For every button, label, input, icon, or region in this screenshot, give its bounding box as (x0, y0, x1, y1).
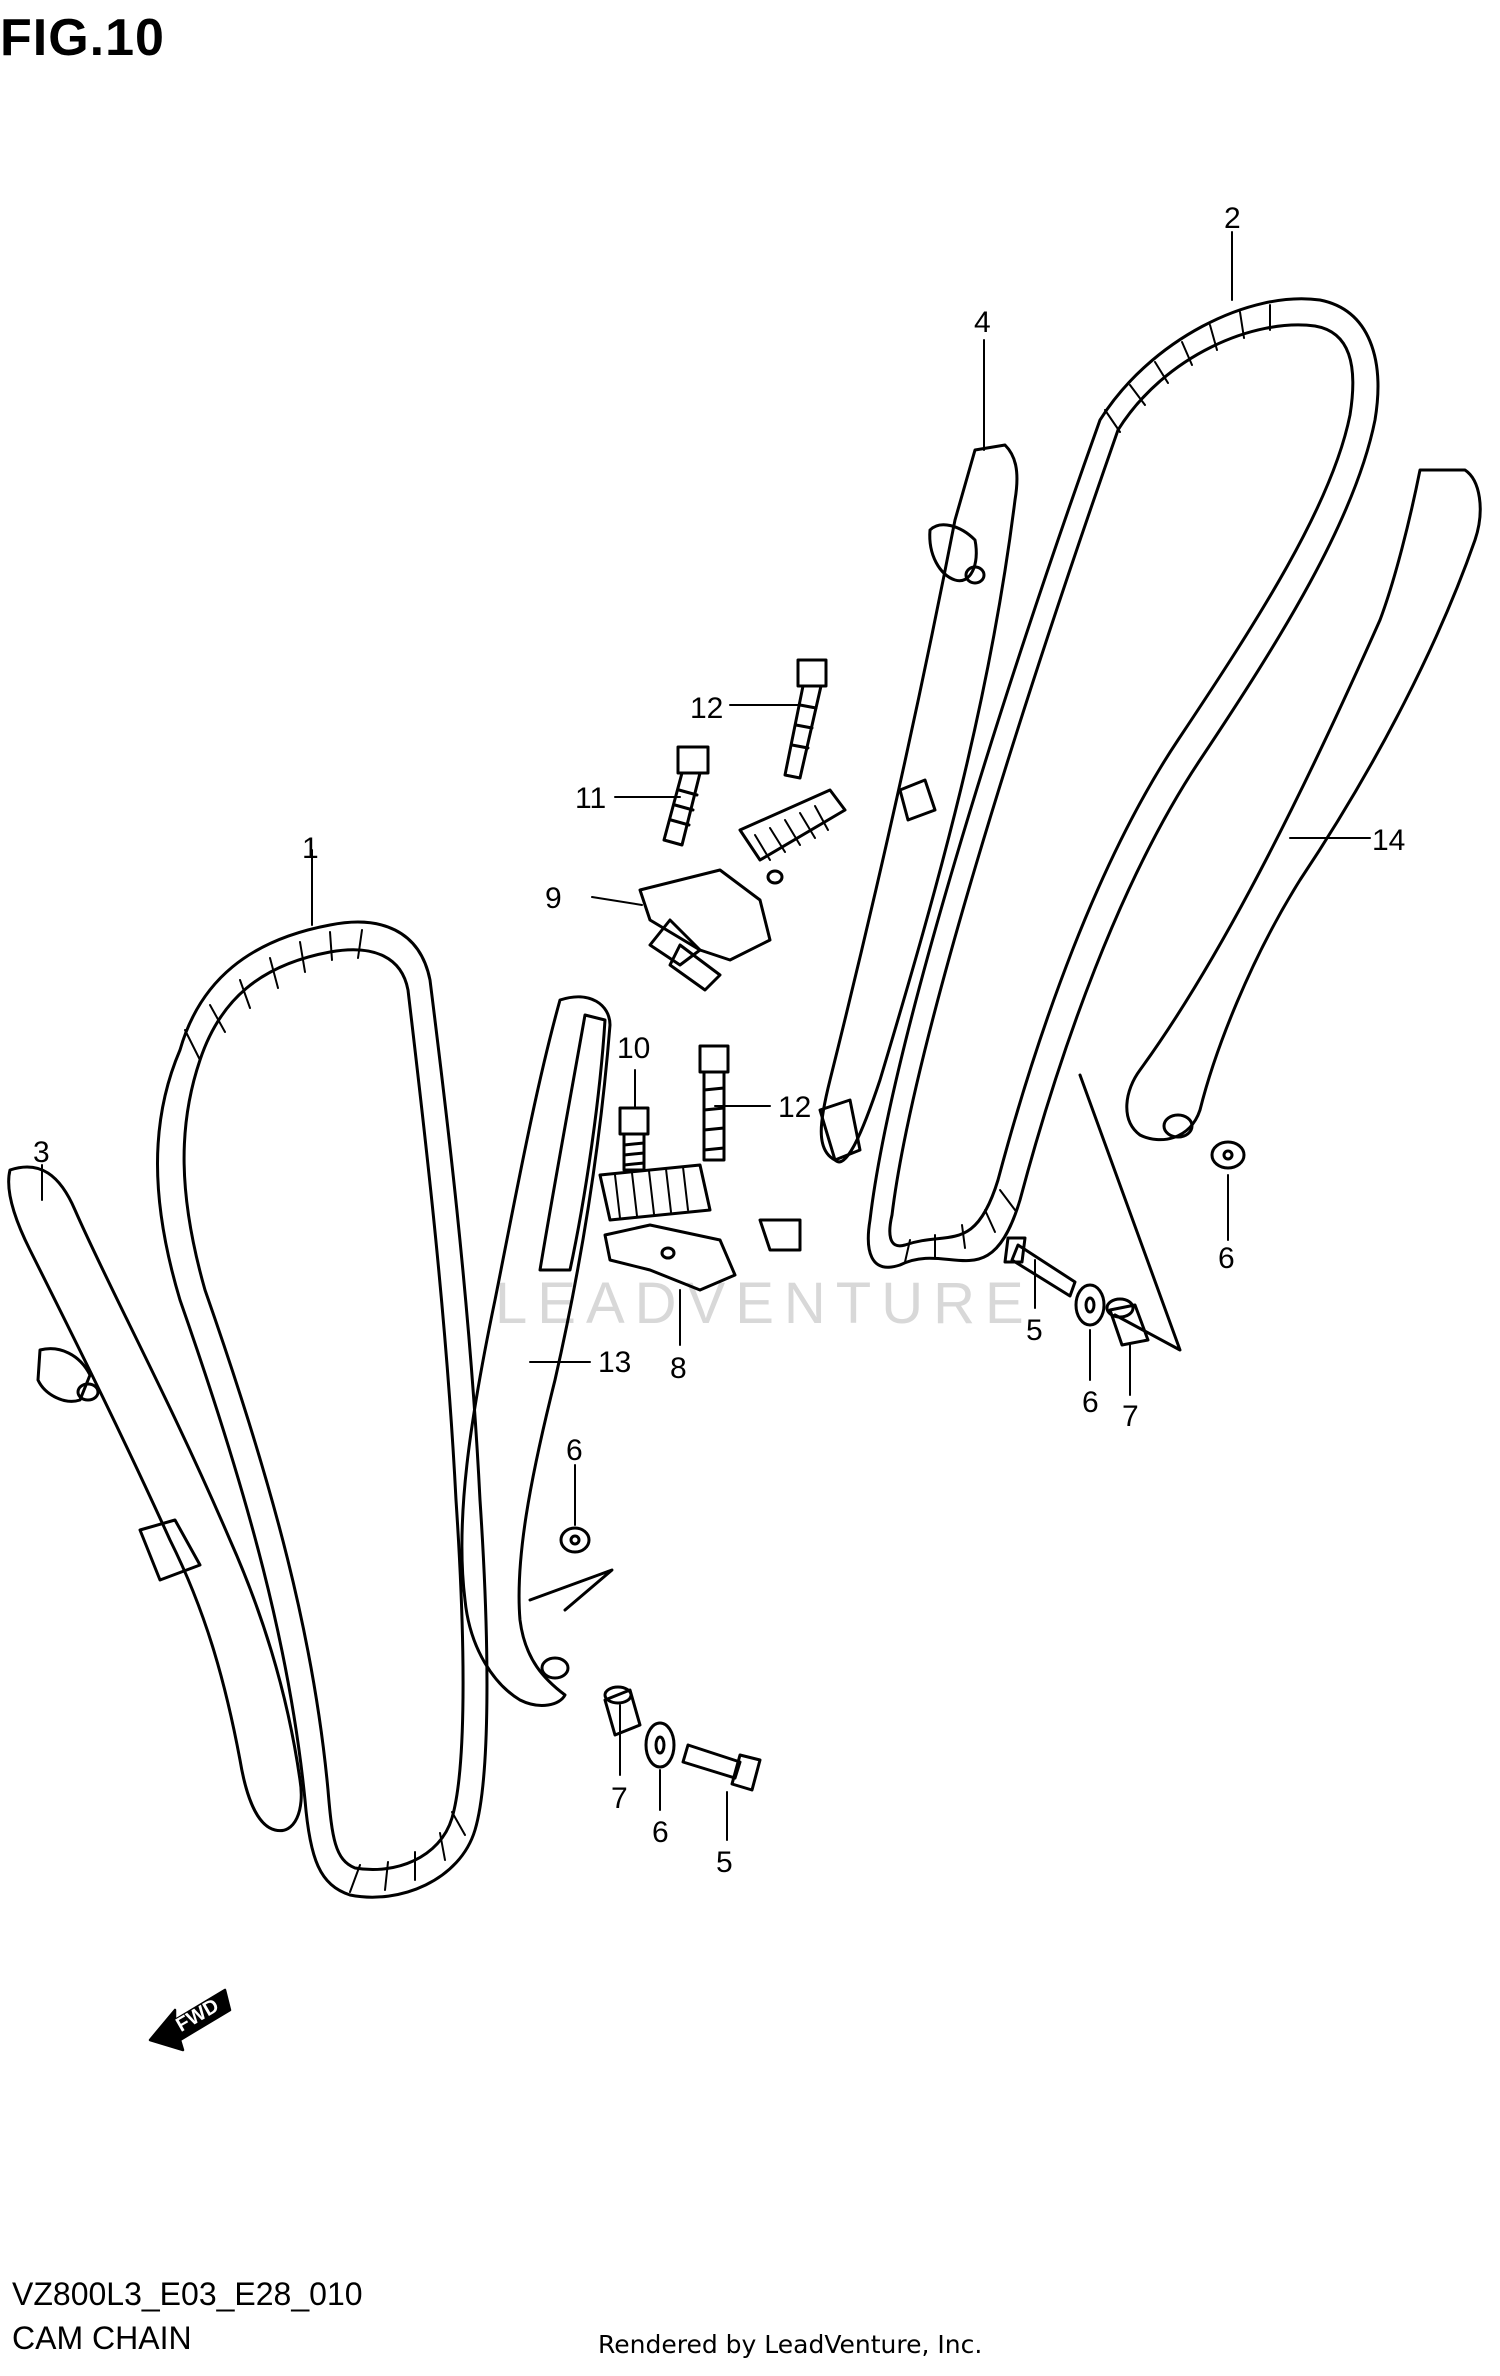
washer-6-lower[interactable] (644, 1721, 676, 1769)
chain-guide-14[interactable] (1125, 468, 1482, 1142)
diagram-code: VZ800L3_E03_E28_010 (12, 2276, 363, 2312)
chain-guide-4[interactable] (818, 443, 1019, 1164)
figure-title: FIG.10 (0, 9, 165, 67)
callout-7-lower: 7 (611, 1782, 628, 1815)
rendered-by-credit: Rendered by LeadVenture, Inc. (598, 2330, 983, 2359)
chain-guide-13[interactable] (460, 995, 612, 1707)
callout-6-right: 6 (1082, 1386, 1099, 1419)
diagram-caption: CAM CHAIN (12, 2320, 192, 2356)
bolt-5-lower[interactable] (681, 1743, 762, 1792)
reference-line-right (1078, 1073, 1182, 1352)
callout-5-right: 5 (1026, 1314, 1043, 1347)
fwd-arrow-icon (148, 1988, 232, 2052)
bolt-12-upper[interactable] (783, 658, 828, 780)
callout-3: 3 (33, 1136, 50, 1169)
callout-10: 10 (617, 1032, 650, 1065)
callout-5-lower: 5 (716, 1846, 733, 1879)
reference-line-left (528, 1568, 614, 1612)
bolt-5-right[interactable] (1003, 1236, 1077, 1298)
callout-6-far-right: 6 (1218, 1242, 1235, 1275)
callout-11: 11 (575, 782, 606, 815)
callout-2: 2 (1224, 202, 1241, 235)
callout-13: 13 (598, 1346, 631, 1379)
callout-1: 1 (302, 832, 319, 865)
callout-12-lower: 12 (778, 1091, 811, 1124)
callout-6-lower: 6 (652, 1816, 669, 1849)
bolt-11[interactable] (662, 745, 710, 847)
callout-4: 4 (974, 306, 991, 339)
cam-chain-right[interactable] (866, 297, 1380, 1269)
collar-7-lower[interactable] (603, 1685, 642, 1737)
callout-6-mid: 6 (566, 1434, 583, 1467)
cam-chain-left[interactable] (156, 920, 489, 1899)
chain-guide-left[interactable] (7, 1165, 303, 1833)
washer-6-right[interactable] (1074, 1283, 1106, 1327)
washer-6-mid[interactable] (559, 1526, 591, 1554)
washer-6-far-right[interactable] (1210, 1140, 1246, 1170)
bolt-12-lower[interactable] (698, 1044, 730, 1162)
tensioner-9[interactable] (638, 788, 847, 992)
watermark: LEADVENTURE (495, 1271, 1034, 1336)
callout-9: 9 (545, 882, 562, 915)
callout-12-upper: 12 (690, 692, 723, 725)
callout-7-right: 7 (1122, 1400, 1139, 1433)
bolt-10[interactable] (618, 1106, 650, 1172)
callout-8: 8 (670, 1352, 687, 1385)
tensioner-8[interactable] (598, 1163, 802, 1292)
callout-14: 14 (1372, 824, 1405, 857)
